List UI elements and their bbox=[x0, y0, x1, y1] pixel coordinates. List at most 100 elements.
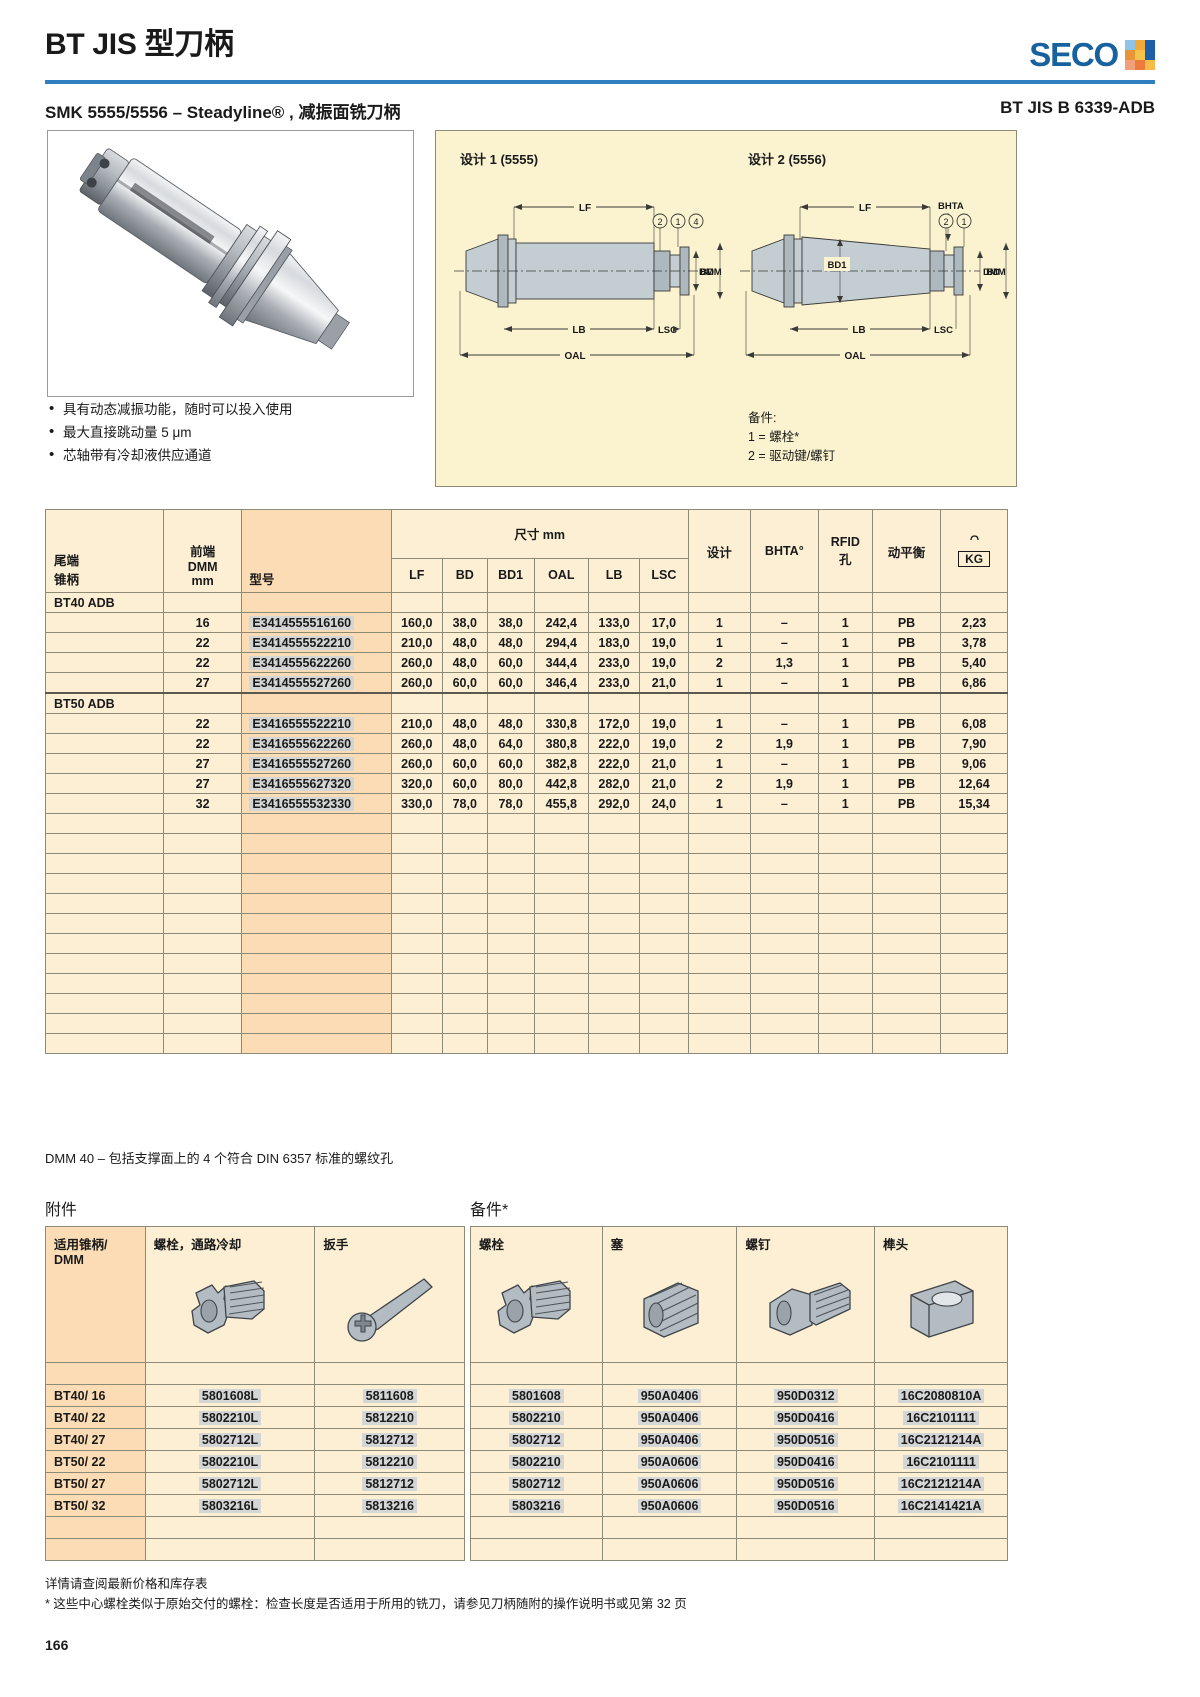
wrench-icon bbox=[315, 1269, 464, 1349]
product-photo bbox=[47, 130, 414, 397]
cell-lb: 282,0 bbox=[588, 773, 641, 794]
svg-text:LB: LB bbox=[572, 325, 585, 336]
header-shank-line1: 尾端 bbox=[54, 554, 80, 568]
cell-bolt: 5802712L bbox=[144, 1428, 316, 1451]
cell-bd: 48,0 bbox=[441, 713, 488, 734]
cell-lf: 260,0 bbox=[390, 652, 443, 673]
acc-header-shank-line2: DMM bbox=[54, 1253, 84, 1267]
cell-dmm: 27 bbox=[162, 672, 243, 694]
drive-key-icon bbox=[910, 1280, 974, 1338]
cell-bd1: 64,0 bbox=[486, 733, 535, 754]
cell-bd: 60,0 bbox=[441, 753, 488, 774]
cell-screw: 950D0516 bbox=[736, 1472, 876, 1495]
cell-kg: 7,90 bbox=[940, 733, 1008, 754]
header-design: 设计 bbox=[687, 509, 752, 593]
cell-bhta: 1,9 bbox=[750, 773, 819, 794]
group-label: BT40 ADB bbox=[45, 592, 164, 613]
spare-header-key-label: 榫头 bbox=[883, 1238, 909, 1252]
cell-dmm: 27 bbox=[162, 753, 243, 774]
cell-key: 16C2080810A bbox=[874, 1384, 1008, 1407]
cell-kg: 12,64 bbox=[940, 773, 1008, 794]
empty-row bbox=[45, 953, 1008, 974]
cell-order-code: E3414555622260 bbox=[241, 652, 392, 673]
cell-shank: BT40/ 22 bbox=[45, 1406, 146, 1429]
feature-list: 具有动态减振功能，随时可以投入使用 最大直接跳动量 5 μm 芯轴带有冷却液供应… bbox=[47, 397, 427, 467]
header-rfid-line1: RFID bbox=[830, 534, 860, 549]
empty-row bbox=[45, 913, 1008, 934]
cell-dmm: 22 bbox=[162, 652, 243, 673]
accessories-spacer-row bbox=[45, 1362, 465, 1385]
header-dmm-line2: DMM bbox=[187, 560, 218, 574]
spares-title: 备件* bbox=[470, 1202, 509, 1219]
cell-oal: 455,8 bbox=[533, 793, 590, 814]
svg-text:BD1: BD1 bbox=[827, 260, 847, 271]
cell-dmm: 22 bbox=[162, 713, 243, 734]
cell-shank: BT50/ 27 bbox=[45, 1472, 146, 1495]
weight-glyph-icon bbox=[969, 535, 979, 541]
cell-wrench: 5812210 bbox=[314, 1450, 465, 1473]
cell-bd: 48,0 bbox=[441, 632, 488, 653]
cell-lb: 233,0 bbox=[588, 672, 641, 694]
cell-kg: 6,86 bbox=[940, 672, 1008, 694]
cell-dmm: 22 bbox=[162, 632, 243, 653]
cell-bolt: 5802712L bbox=[144, 1472, 316, 1495]
cell-bolt: 5803216L bbox=[144, 1494, 316, 1517]
cell-design: 1 bbox=[687, 793, 752, 814]
svg-text:OAL: OAL bbox=[844, 351, 865, 362]
group-label: BT50 ADB bbox=[45, 692, 164, 714]
cell-lsc: 21,0 bbox=[639, 773, 689, 794]
cell-bhta: – bbox=[750, 672, 819, 694]
screw-icon bbox=[737, 1269, 874, 1349]
cell-lf: 210,0 bbox=[390, 632, 443, 653]
cell-plug: 950A0406 bbox=[601, 1428, 738, 1451]
header-rule bbox=[45, 80, 1155, 84]
cell-wrench: 5812712 bbox=[314, 1472, 465, 1495]
header-order-code: 型号 bbox=[241, 509, 392, 593]
header-balance: 动平衡 bbox=[871, 509, 942, 593]
header-col-lf: LF bbox=[390, 557, 443, 594]
acc-header-bolt: 螺栓，通路冷却 bbox=[144, 1226, 316, 1363]
cell-lsc: 21,0 bbox=[639, 672, 689, 694]
bolt-icon bbox=[471, 1269, 602, 1349]
empty-row bbox=[470, 1538, 1008, 1561]
cell-design: 1 bbox=[687, 632, 752, 653]
cell-key: 16C2101111 bbox=[874, 1406, 1008, 1429]
cell-bolt: 5802210 bbox=[470, 1450, 603, 1473]
cell-shank: BT50/ 22 bbox=[45, 1450, 146, 1473]
header-col-lsc: LSC bbox=[639, 557, 689, 594]
cell-plug: 950A0606 bbox=[601, 1450, 738, 1473]
cell-balance: PB bbox=[871, 632, 942, 653]
cell-dmm: 22 bbox=[162, 733, 243, 754]
svg-text:DMM: DMM bbox=[983, 267, 1006, 278]
cell-bolt: 5802712 bbox=[470, 1472, 603, 1495]
spares-spacer-row bbox=[470, 1362, 1008, 1385]
cell-lf: 330,0 bbox=[390, 793, 443, 814]
cell-lsc: 21,0 bbox=[639, 753, 689, 774]
cell-bd1: 60,0 bbox=[486, 753, 535, 774]
page-number: 166 bbox=[45, 1637, 69, 1653]
spare-header-bolt-label: 螺栓 bbox=[479, 1238, 505, 1252]
accessories-title: 附件 bbox=[45, 1202, 78, 1219]
spare-header-bolt: 螺栓 bbox=[470, 1226, 603, 1363]
cell-order-code: E3416555627320 bbox=[241, 773, 392, 794]
coolant-bolt-icon bbox=[191, 1280, 265, 1334]
empty-row bbox=[45, 893, 1008, 914]
cell-bd1: 80,0 bbox=[486, 773, 535, 794]
cell-dmm: 16 bbox=[162, 612, 243, 633]
cell-lsc: 24,0 bbox=[639, 793, 689, 814]
svg-text:BHTA: BHTA bbox=[938, 201, 964, 212]
svg-text:2: 2 bbox=[943, 217, 948, 227]
header-shank: 尾端 锥柄 bbox=[45, 509, 164, 593]
header-col-lb: LB bbox=[588, 557, 641, 594]
cell-bd: 60,0 bbox=[441, 672, 488, 694]
design1-drawing: LF 2 1 4 bbox=[454, 200, 723, 362]
cell-kg: 5,40 bbox=[940, 652, 1008, 673]
header-rfid-line2: 孔 bbox=[839, 552, 852, 567]
